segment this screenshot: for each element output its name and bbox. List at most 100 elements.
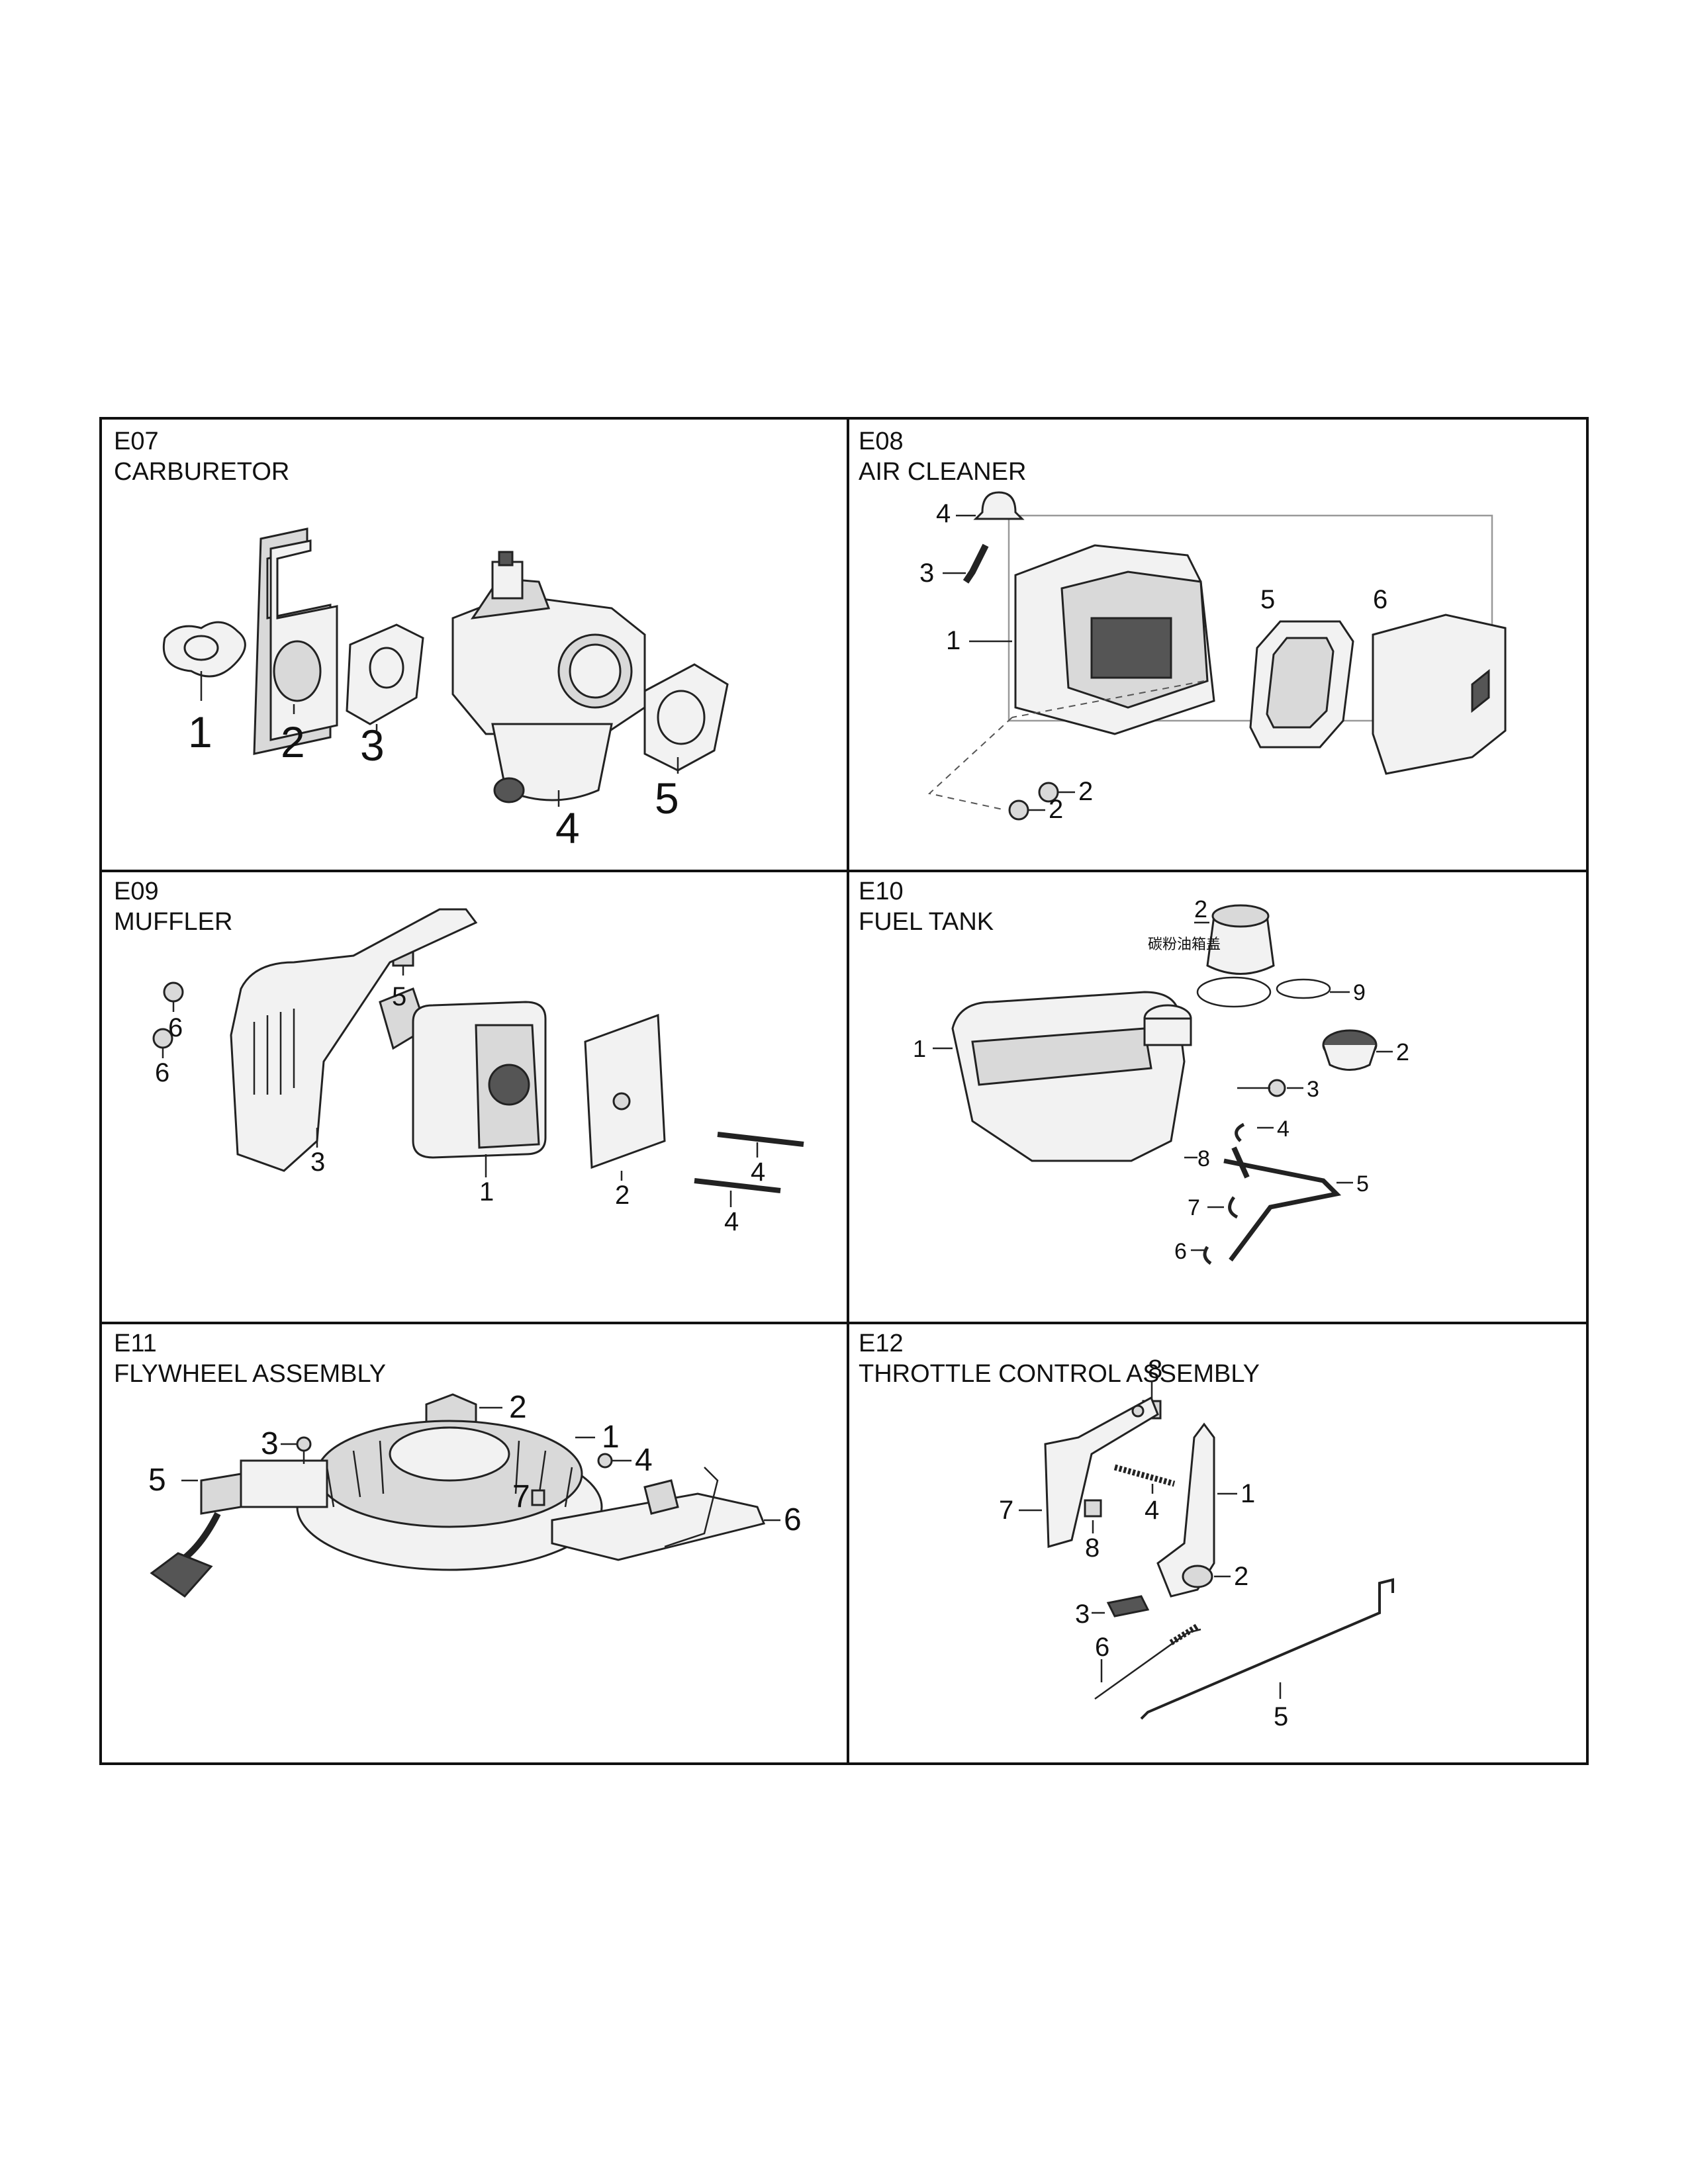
callout-1: 1	[188, 707, 212, 756]
panel-e12-throttle-control-assembly: E12 THROTTLE CONTROL ASSEMBLY	[847, 1322, 1591, 1772]
panel-e11-flywheel-assembly: E11 FLYWHEEL ASSEMBLY	[102, 1322, 847, 1772]
callout-8-lower: 8	[1085, 1533, 1100, 1563]
panel-e09-muffler: E09 MUFFLER	[102, 870, 847, 1320]
callout-7: 7	[999, 1496, 1013, 1525]
chinese-part-label: 碳粉油箱盖	[1148, 936, 1221, 952]
callout-3: 3	[1307, 1077, 1319, 1102]
fuel-line-parts	[1184, 1122, 1353, 1265]
panel-e10-fuel-tank: E10 FUEL TANK	[847, 870, 1591, 1320]
studs-4	[694, 1132, 804, 1207]
callout-5: 5	[148, 1463, 166, 1498]
bolt-8-lower	[1084, 1499, 1102, 1533]
panel-title: FLYWHEEL ASSEMBLY	[114, 1360, 387, 1388]
panel-code: E09	[114, 878, 159, 905]
fuel-cap-2	[1322, 1029, 1393, 1071]
callout-5: 5	[1274, 1702, 1288, 1731]
carburetor-body-4	[451, 551, 646, 807]
panel-code: E10	[859, 878, 904, 905]
callout-3: 3	[310, 1148, 325, 1177]
air-cleaner-base-1	[969, 544, 1215, 735]
callout-3: 3	[360, 721, 385, 770]
nuts-6	[152, 981, 184, 1058]
carb-spacer-2	[253, 527, 338, 755]
panel-code: E07	[114, 428, 159, 455]
nuts-2	[927, 680, 1205, 821]
callout-4: 4	[1277, 1116, 1289, 1142]
callout-6: 6	[1095, 1633, 1109, 1662]
callout-4: 4	[1145, 1496, 1159, 1525]
lever-block-3	[1092, 1595, 1150, 1617]
panel-title: CARBURETOR	[114, 458, 290, 486]
carb-gasket-1	[162, 621, 246, 701]
panel-title: THROTTLE CONTROL ASSEMBLY	[859, 1360, 1260, 1388]
callout-1: 1	[913, 1035, 926, 1062]
panel-title: AIR CLEANER	[859, 458, 1027, 486]
callout-3: 3	[919, 559, 934, 588]
callout-8: 8	[1197, 1146, 1210, 1171]
callout-9: 9	[1353, 980, 1366, 1005]
callout-4a: 4	[751, 1158, 765, 1187]
muffler-body-1	[412, 1001, 547, 1177]
flywheel-illustration: 2 1 3 4 5 7 6	[148, 1390, 802, 1598]
panel-e08-air-cleaner: E08 AIR CLEANER	[847, 420, 1591, 870]
throttle-control-illustration: 8 1 7 4 8 2 3 6 5	[999, 1355, 1394, 1731]
callout-4b: 4	[724, 1207, 739, 1236]
governor-rod-5	[1140, 1578, 1394, 1720]
callout-3: 3	[1075, 1600, 1090, 1629]
callout-1: 1	[602, 1420, 620, 1455]
air-cleaner-cover-6	[1372, 614, 1507, 775]
filter-element-5	[1249, 620, 1354, 749]
callout-5: 5	[392, 982, 406, 1011]
panel-code: E12	[859, 1330, 904, 1357]
row-divider-1	[102, 870, 1586, 872]
breather-tube-3	[943, 543, 989, 584]
callout-2: 2	[1234, 1562, 1248, 1591]
flywheel-1	[296, 1420, 603, 1571]
breather-cap-4	[956, 491, 1025, 520]
callout-5: 5	[655, 774, 679, 823]
callout-2b: 2	[1049, 795, 1063, 824]
callout-7: 7	[512, 1479, 530, 1514]
panel-code: E11	[114, 1330, 157, 1357]
column-divider	[847, 420, 849, 1762]
panel-title: MUFFLER	[114, 908, 233, 936]
callout-1: 1	[946, 626, 961, 655]
callout-2-top: 2	[1194, 895, 1207, 923]
carb-gasket-3	[346, 623, 424, 731]
callout-8-top: 8	[1148, 1355, 1162, 1384]
panel-e07-carburetor: E07 CARBURETOR	[102, 420, 847, 870]
row-divider-2	[102, 1322, 1586, 1324]
cap-gasket-9	[1196, 976, 1350, 1008]
callout-5: 5	[1356, 1171, 1369, 1197]
callout-2: 2	[615, 1181, 630, 1210]
callout-2: 2	[281, 717, 305, 766]
parts-diagram-grid: E07 CARBURETOR	[99, 417, 1589, 1765]
tank-screw-3	[1237, 1079, 1303, 1097]
carbon-fuel-cap-2	[1194, 904, 1275, 975]
callout-4: 4	[635, 1443, 653, 1478]
panel-code: E08	[859, 428, 904, 455]
callout-3: 3	[261, 1426, 279, 1461]
callout-2-right: 2	[1396, 1038, 1409, 1066]
callout-6: 6	[784, 1502, 802, 1537]
throttle-lever-1	[1156, 1422, 1237, 1598]
throttle-bracket-7	[1019, 1396, 1159, 1548]
callout-5: 5	[1260, 585, 1275, 614]
callout-2: 2	[509, 1390, 527, 1425]
muffler-gasket-2	[584, 1013, 666, 1181]
callout-1: 1	[479, 1177, 494, 1206]
callout-6: 6	[1174, 1239, 1187, 1264]
carburetor-illustration: 1 2 3 4 5	[162, 527, 729, 852]
carb-gasket-5	[643, 663, 729, 774]
callout-4: 4	[555, 803, 580, 852]
callout-7: 7	[1188, 1195, 1200, 1220]
air-cleaner-illustration: 4 3 1 5 6 2 2	[919, 491, 1507, 824]
callout-6b: 6	[155, 1058, 169, 1087]
callout-4: 4	[936, 499, 951, 528]
callout-1: 1	[1241, 1479, 1255, 1508]
callout-6: 6	[1373, 585, 1387, 614]
panel-title: FUEL TANK	[859, 908, 994, 936]
ignition-coil-5	[150, 1436, 328, 1598]
callout-6a: 6	[168, 1013, 183, 1042]
washer-2	[1182, 1565, 1231, 1588]
